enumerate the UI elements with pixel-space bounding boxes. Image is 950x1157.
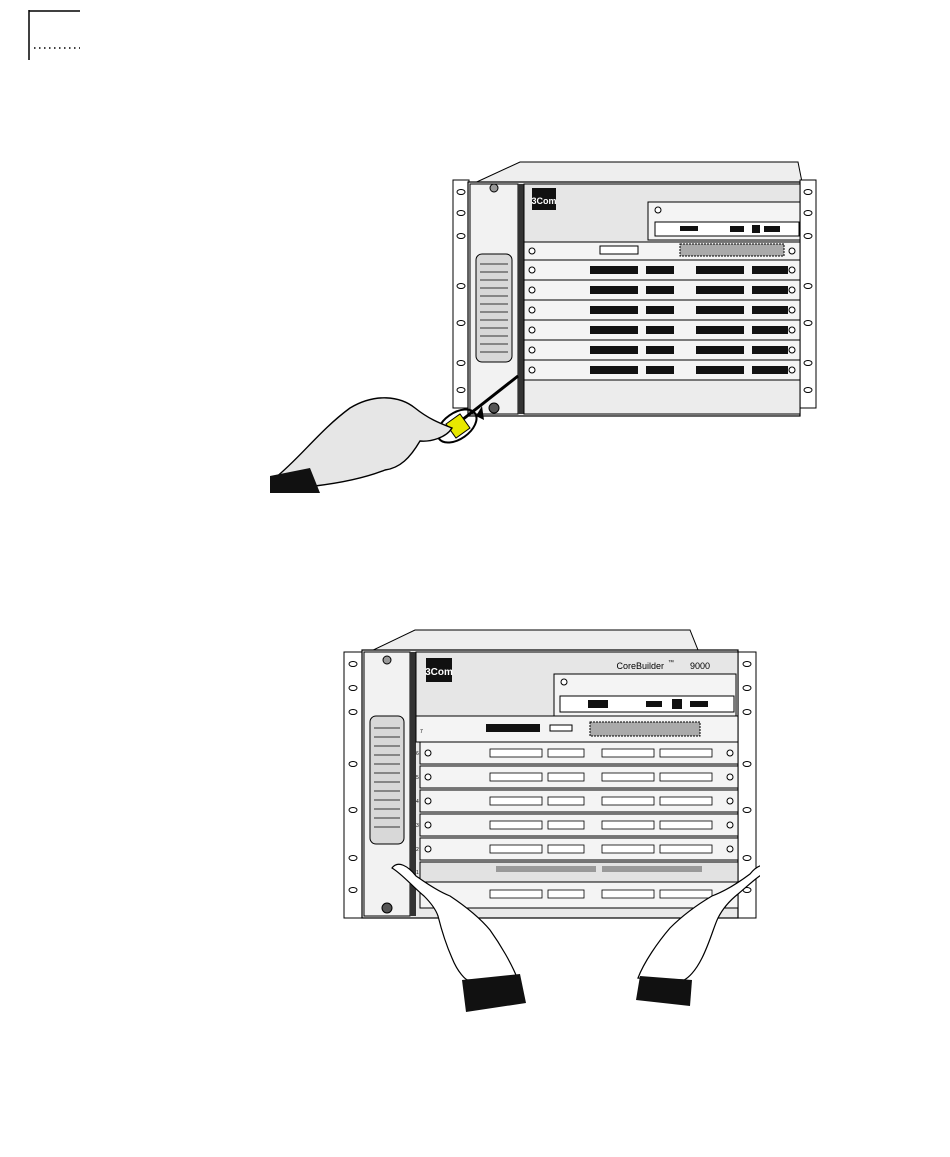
rack-ear-left xyxy=(344,652,362,918)
figure-screwdriver-chassis: 3Com xyxy=(270,158,820,493)
slot-number-3: 3 xyxy=(416,823,419,829)
product-tm: ™ xyxy=(668,659,674,666)
slot-number-7: 7 xyxy=(420,729,423,735)
figure-hands-chassis: 3Com CoreBuilder ™ 9000 xyxy=(340,628,760,1023)
fig1-slot-modules xyxy=(524,242,800,414)
logo-3com-text: 3Com xyxy=(531,196,556,206)
slot-number-4: 4 xyxy=(416,799,419,805)
product-model: 9000 xyxy=(690,661,710,671)
product-name: CoreBuilder xyxy=(616,661,664,671)
slot-number-2: 2 xyxy=(416,847,419,853)
fig2-slot-modules: 7 6 5 4 3 2 1 xyxy=(416,716,738,908)
slot-number-5: 5 xyxy=(416,775,419,781)
page-corner-mark xyxy=(28,10,80,60)
slot-number-1: 1 xyxy=(416,870,419,876)
logo-3com-text: 3Com xyxy=(425,667,453,678)
slot-number-6: 6 xyxy=(416,751,419,757)
